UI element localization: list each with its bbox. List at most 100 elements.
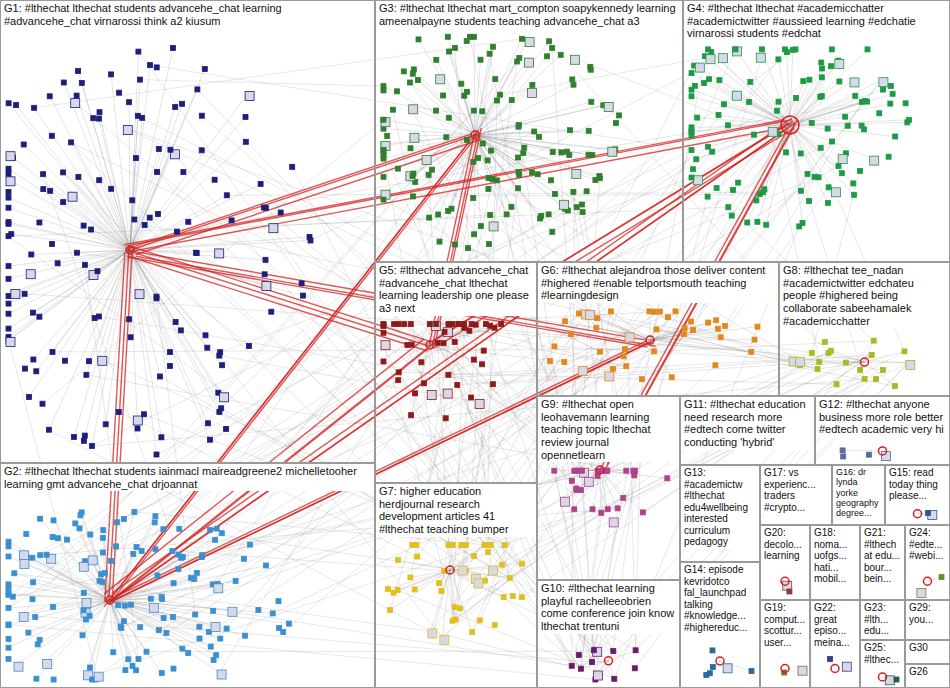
vertex-icon [853,93,858,98]
edge-line [600,470,623,498]
edge-line [22,562,110,600]
vertex-icon [411,194,416,199]
edge-line [436,60,475,135]
edge-line [130,149,159,250]
edge-line [491,384,837,568]
vertex-icon [23,366,28,371]
vertex-icon [97,178,102,183]
vertex-icon [63,358,68,363]
group-heading: G13: #academictw #lthechat edu4wellbeing… [681,466,759,549]
edge-line [130,80,140,250]
vertex-icon [798,666,807,675]
vertex-icon [6,276,11,281]
vertex-icon [826,185,831,190]
vertex-icon [576,311,581,316]
vertex-icon [119,625,124,630]
vertex-icon [452,242,457,247]
vertex-icon [903,101,908,106]
vertex-icon [729,213,734,218]
vertex-icon [851,181,856,186]
vertex-icon [408,146,413,151]
vertex-icon [148,596,153,601]
edge-line [129,102,131,250]
vertex-icon [539,213,544,218]
vertex-icon [82,433,87,438]
vertex-icon [71,435,76,440]
vertex-icon [611,649,616,654]
vertex-icon [281,630,286,635]
vertex-icon [939,575,944,580]
vertex-icon [152,520,157,525]
vertex-icon [445,34,450,39]
group-heading: G4: #lthechat lthechat #academicchatter … [684,1,949,41]
vertex-icon [755,219,760,224]
edge-line [9,250,131,279]
vertex-icon [502,543,507,548]
edge-line [54,520,111,600]
vertex-icon [579,202,584,207]
group-heading: G26 [906,665,931,679]
edge-line [453,324,627,366]
edge-line [130,250,221,408]
vertex-icon [809,120,814,125]
vertex-icon [33,614,38,619]
vertex-icon [794,96,799,101]
vertex-icon [270,611,275,616]
vertex-icon [714,318,719,323]
vertex-icon [395,166,400,171]
vertex-icon [396,322,401,327]
vertex-icon [530,170,535,175]
self-loop [924,577,932,585]
vertex-icon [632,473,637,478]
vertex-icon [109,558,114,563]
vertex-icon [441,341,446,346]
vertex-icon [180,646,185,651]
vertex-icon [568,128,573,133]
vertex-icon [478,57,483,62]
vertex-icon [584,477,593,486]
vertex-icon [40,401,45,406]
vertex-icon [73,521,78,526]
vertex-icon [580,468,589,477]
vertex-icon [586,128,591,133]
vertex-icon [136,49,141,54]
edge-line [36,600,110,679]
vertex-icon [19,612,28,621]
self-loop [914,510,922,518]
vertex-icon [485,158,490,163]
group-panel: G19: comput... scottur... user... [760,600,810,688]
vertex-icon [892,384,897,389]
vertex-icon [487,51,492,56]
edge-line [9,250,131,337]
edge-line [34,39,522,108]
vertex-icon [133,156,138,161]
vertex-icon [713,363,718,368]
edge-line [419,39,476,135]
vertex-icon [552,468,557,473]
group-panel: G3: #lthechat lthechat mart_compton soap… [375,0,683,262]
vertex-icon [572,468,577,473]
edge-line [790,125,834,190]
vertex-icon [545,54,550,59]
vertex-icon [6,234,11,239]
vertex-icon [490,177,495,182]
vertex-icon [764,222,769,227]
vertex-icon [409,342,414,347]
vertex-icon [509,204,514,209]
vertex-icon [82,599,91,608]
edge-line [709,79,790,125]
vertex-icon [386,587,391,592]
vertex-icon [171,666,176,671]
vertex-icon [88,532,93,537]
vertex-icon [902,349,907,354]
group-heading: G25: #lthec... [861,641,904,666]
vertex-icon [34,369,39,374]
vertex-icon [472,34,477,39]
vertex-icon [682,332,687,337]
edge-line [311,132,535,241]
vertex-icon [218,636,223,641]
vertex-icon [98,356,107,365]
vertex-icon [754,198,759,203]
vertex-icon [132,217,137,222]
group-heading: G17: vs experienc... traders #crypto... [761,466,831,514]
